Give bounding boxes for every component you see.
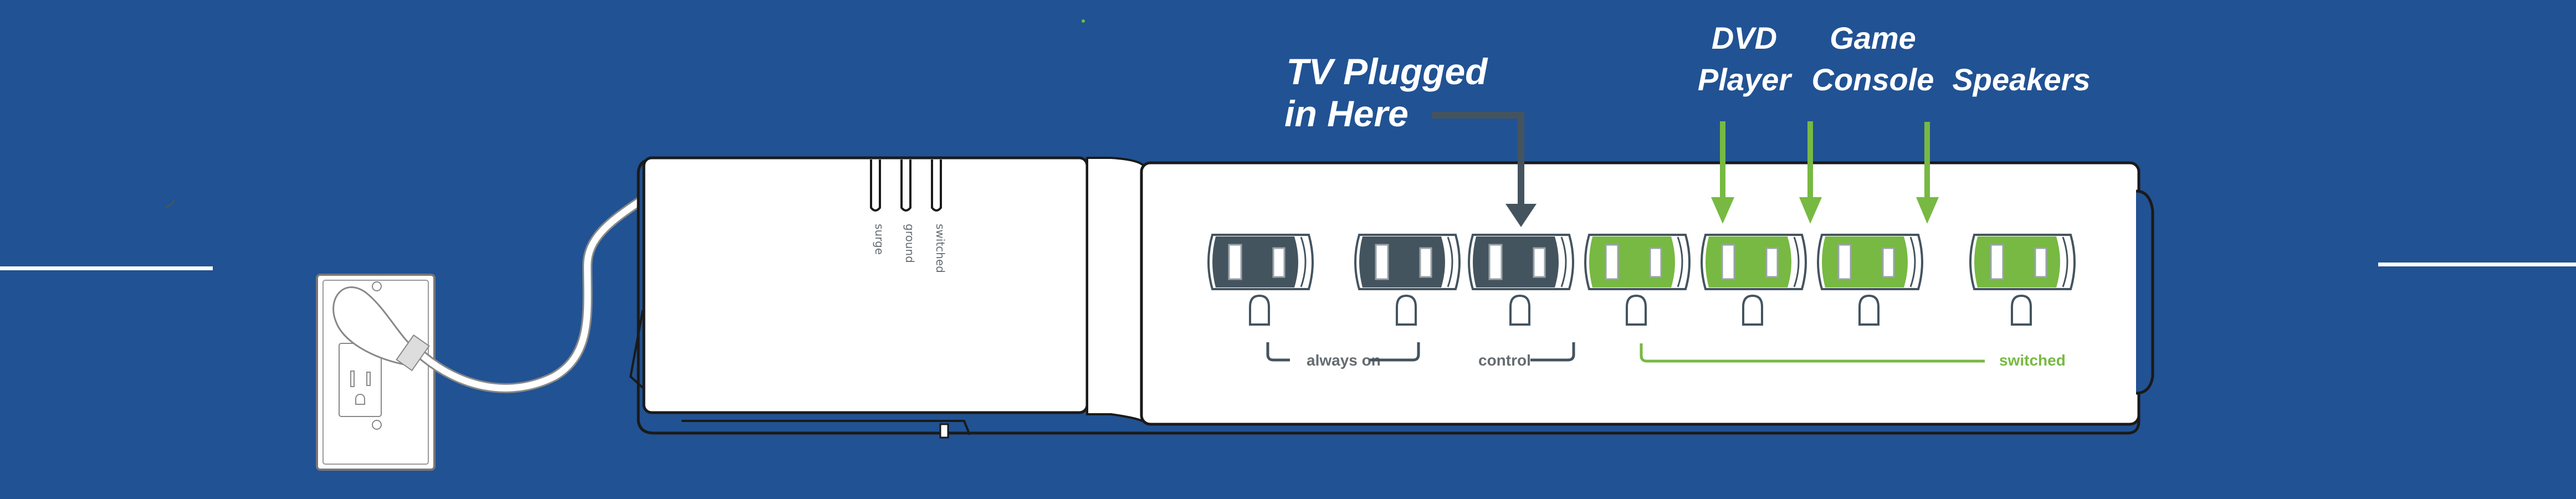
always-on-bracket-right [1370,342,1420,362]
outlet-5-switched[interactable] [1701,234,1807,326]
power-switch-icon[interactable] [939,423,949,439]
outlet-slot [1272,247,1286,278]
outlet-slot [1228,244,1242,280]
outlet-slot [1990,244,2004,280]
indicator-surge: surge [870,160,886,255]
outlet-slot [1488,244,1503,280]
speakers-arrow-icon [1916,122,1939,224]
ground-hole-icon [1509,294,1530,326]
tv-callout-line2: in Here [1284,93,1409,134]
ground-hole-icon [2011,294,2032,326]
always-on-label: always on [1307,352,1381,369]
outlet-slot [1605,244,1619,280]
outlet-1-always-on[interactable] [1207,234,1314,326]
group-brackets: always on control switched [1266,342,2066,369]
outlet-slot [1533,247,1546,278]
game-arrow-icon [1799,121,1822,224]
switched-label: switched [1999,352,2066,369]
indicator-switched: switched [931,160,947,273]
outlet-2-always-on[interactable] [1354,234,1461,326]
outlet-slot [1882,247,1895,278]
ground-hole-icon [1626,294,1647,326]
control-bracket [1530,342,1575,362]
outlet-slot [1721,244,1735,280]
outlet-slot [2034,247,2047,278]
outlet-7-switched[interactable] [1969,234,2076,326]
indicator-label: surge [873,224,886,255]
always-on-bracket-left [1266,342,1290,362]
outlet-slot [1375,244,1389,280]
outlet-panel [1140,161,2140,426]
ground-hole-icon [1396,294,1417,326]
left-decorative-rule [0,266,213,270]
right-end-cap [2135,189,2154,395]
plug-head-icon [332,286,422,367]
outlet-slot [1765,247,1779,278]
outlet-4-switched[interactable] [1584,234,1691,326]
indicator-label: switched [934,224,947,273]
outlet-slot [1419,247,1432,278]
outlet-row [1207,234,2076,326]
game-callout-line1: Game [1830,20,1916,55]
indicator-ground: ground [900,160,916,263]
outlet-3-control[interactable] [1468,234,1574,326]
outlet-slot [1649,247,1662,278]
power-strip-body [629,156,2154,439]
game-callout-line2: Console [1812,62,1934,97]
right-decorative-rule [2378,263,2576,266]
ground-hole-icon [1858,294,1879,326]
tv-callout-line1: TV Plugged [1287,51,1489,92]
tv-arrow-icon [1432,112,1537,227]
decorative-mark [165,199,175,209]
hinge-section [1086,157,1145,424]
indicator-lights: surge ground switched [870,160,947,273]
dvd-arrow-icon [1711,121,1734,224]
decorative-speck [1082,19,1085,23]
control-label: control [1478,352,1531,369]
indicator-label: ground [903,224,916,263]
ground-hole-icon [1249,294,1270,326]
left-housing [642,156,1089,414]
speakers-callout: Speakers [1952,62,2090,97]
outlet-slot [1837,244,1852,280]
power-cord [332,194,648,393]
dvd-callout-line1: DVD [1712,20,1777,55]
outlet-6-switched[interactable] [1817,234,1923,326]
ground-hole-icon [1742,294,1763,326]
switched-bracket [1640,343,1985,363]
dvd-callout-line2: Player [1698,62,1793,97]
